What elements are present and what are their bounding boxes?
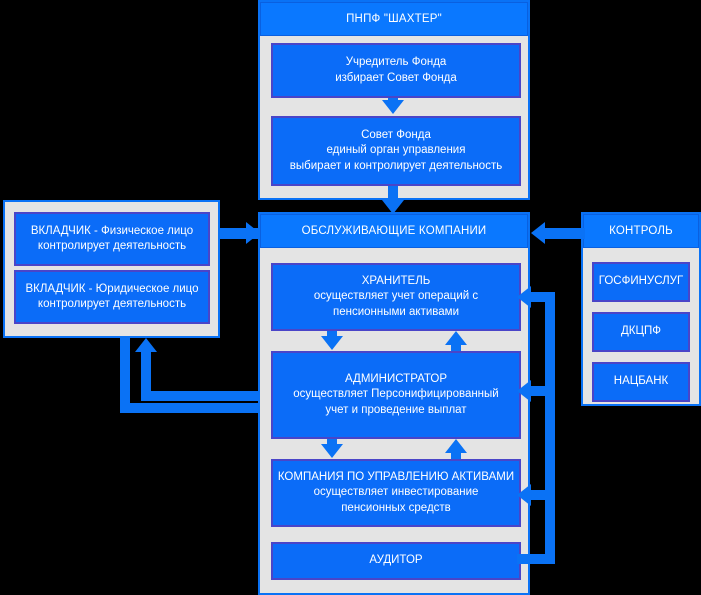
- arrow-fund-to-service-icon: [382, 200, 404, 214]
- arrow-control-to-service-icon: [531, 222, 545, 244]
- connector-control-to-service-line: [545, 228, 585, 239]
- arrow-control-bus-to-admin-icon: [517, 380, 531, 402]
- service-panel-header-label: ОБСЛУЖИВАЮЩИЕ КОМПАНИИ: [301, 224, 487, 237]
- box-hranitel[interactable]: ХРАНИТЕЛЬ осуществляет учет операций с п…: [271, 263, 521, 331]
- control-bus-branch-auditor: [517, 554, 555, 564]
- box-nacbank-title: НАЦБАНК: [613, 375, 669, 388]
- connector-fund-to-service-stem: [388, 186, 398, 206]
- box-administrator-title: АДМИНИСТРАТОР: [344, 373, 447, 386]
- box-auditor-title: АУДИТОР: [369, 554, 423, 567]
- arrow-hranitel-to-admin-icon: [321, 336, 343, 350]
- box-vkladchik-fiz-line-1: контролирует деятельность: [37, 240, 187, 252]
- box-kua-title: КОМПАНИЯ ПО УПРАВЛЕНИЮ АКТИВАМИ: [277, 471, 515, 484]
- connector-depositors-to-admin-vertical: [120, 338, 130, 410]
- box-administrator-line-1: осуществляет Персонифицированный: [293, 388, 499, 401]
- connector-depositors-to-service-line: [220, 228, 258, 239]
- connector-depositors-to-admin-horizontal: [120, 403, 263, 413]
- box-sovet-fonda[interactable]: Совет Фонда единый орган управления выби…: [271, 116, 521, 186]
- box-dkcpf-title: ДКЦПФ: [620, 325, 661, 338]
- fund-panel-header: ПНПФ "ШАХТЕР": [260, 2, 528, 36]
- connector-admin-to-depositors-horizontal: [141, 391, 271, 401]
- box-sovet-fonda-line-2: выбирает и контролирует деятельность: [289, 159, 503, 172]
- arrow-depositors-to-service-icon: [246, 222, 260, 244]
- fund-panel-header-label: ПНПФ "ШАХТЕР": [346, 12, 442, 25]
- box-gosfinuslug-title: ГОСФИНУСЛУГ: [598, 275, 684, 288]
- box-auditor[interactable]: АУДИТОР: [271, 542, 521, 580]
- arrow-admin-to-hranitel-icon: [445, 331, 467, 345]
- control-bus-vertical-trunk: [545, 292, 555, 564]
- box-hranitel-line-2: пенсионными активами: [333, 305, 459, 318]
- arrow-admin-to-depositors-icon: [135, 338, 157, 352]
- box-uchreditel-fonda[interactable]: Учредитель Фонда избирает Совет Фонда: [271, 43, 521, 98]
- connector-admin-to-depositors-vertical: [141, 352, 151, 396]
- box-uchreditel-fonda-line-1: избирает Совет Фонда: [335, 71, 457, 84]
- box-kompaniya-po-upravleniyu-aktivami[interactable]: КОМПАНИЯ ПО УПРАВЛЕНИЮ АКТИВАМИ осуществ…: [271, 459, 521, 527]
- box-gosfinuslug[interactable]: ГОСФИНУСЛУГ: [592, 262, 690, 302]
- box-kua-line-1: осуществляет инвестирование: [313, 486, 479, 499]
- connector-admin-to-hranitel-stem: [451, 342, 461, 351]
- arrow-uchreditel-to-sovet-icon: [382, 100, 404, 114]
- box-vkladchik-yur-line-1: контролирует деятельность: [37, 298, 187, 310]
- service-panel-header: ОБСЛУЖИВАЮЩИЕ КОМПАНИИ: [260, 214, 528, 248]
- box-vkladchik-fizicheskoe-lico[interactable]: ВКЛАДЧИК - Физическое лицо контролирует …: [14, 212, 210, 266]
- control-panel-header-label: КОНТРОЛЬ: [609, 224, 673, 237]
- box-sovet-fonda-line-1: единый орган управления: [326, 144, 466, 157]
- box-vkladchik-yuridicheskoe-lico[interactable]: ВКЛАДЧИК - Юридическое лицо контролирует…: [14, 270, 210, 324]
- box-sovet-fonda-title: Совет Фонда: [361, 129, 431, 142]
- control-panel-header: КОНТРОЛЬ: [583, 214, 699, 248]
- connector-hranitel-to-admin-stem: [327, 331, 337, 339]
- connector-admin-to-kua-stem: [327, 439, 337, 447]
- arrow-control-bus-to-kua-icon: [517, 484, 531, 506]
- box-dkcpf[interactable]: ДКЦПФ: [592, 312, 690, 352]
- box-administrator[interactable]: АДМИНИСТРАТОР осуществляет Персонифициро…: [271, 351, 521, 439]
- control-bus-branch-administrator: [531, 386, 551, 396]
- control-bus-branch-hranitel: [531, 292, 551, 302]
- arrow-admin-to-kua-icon: [321, 444, 343, 458]
- arrow-kua-to-admin-icon: [445, 439, 467, 453]
- box-vkladchik-yur-title: ВКЛАДЧИК - Юридическое лицо: [25, 282, 199, 295]
- connector-kua-to-admin-stem: [451, 450, 461, 459]
- box-hranitel-line-1: осуществляет учет операций с: [313, 290, 479, 303]
- box-hranitel-title: ХРАНИТЕЛЬ: [361, 275, 431, 288]
- box-vkladchik-fiz-title: ВКЛАДЧИК - Физическое лицо: [30, 224, 194, 237]
- control-bus-branch-kua: [531, 490, 551, 500]
- arrow-control-bus-to-hranitel-icon: [517, 286, 531, 308]
- box-nacbank[interactable]: НАЦБАНК: [592, 362, 690, 402]
- box-kua-line-2: пенсионных средств: [341, 501, 451, 514]
- box-uchreditel-fonda-title: Учредитель Фонда: [345, 56, 447, 69]
- box-administrator-line-2: учет и проведение выплат: [325, 403, 467, 416]
